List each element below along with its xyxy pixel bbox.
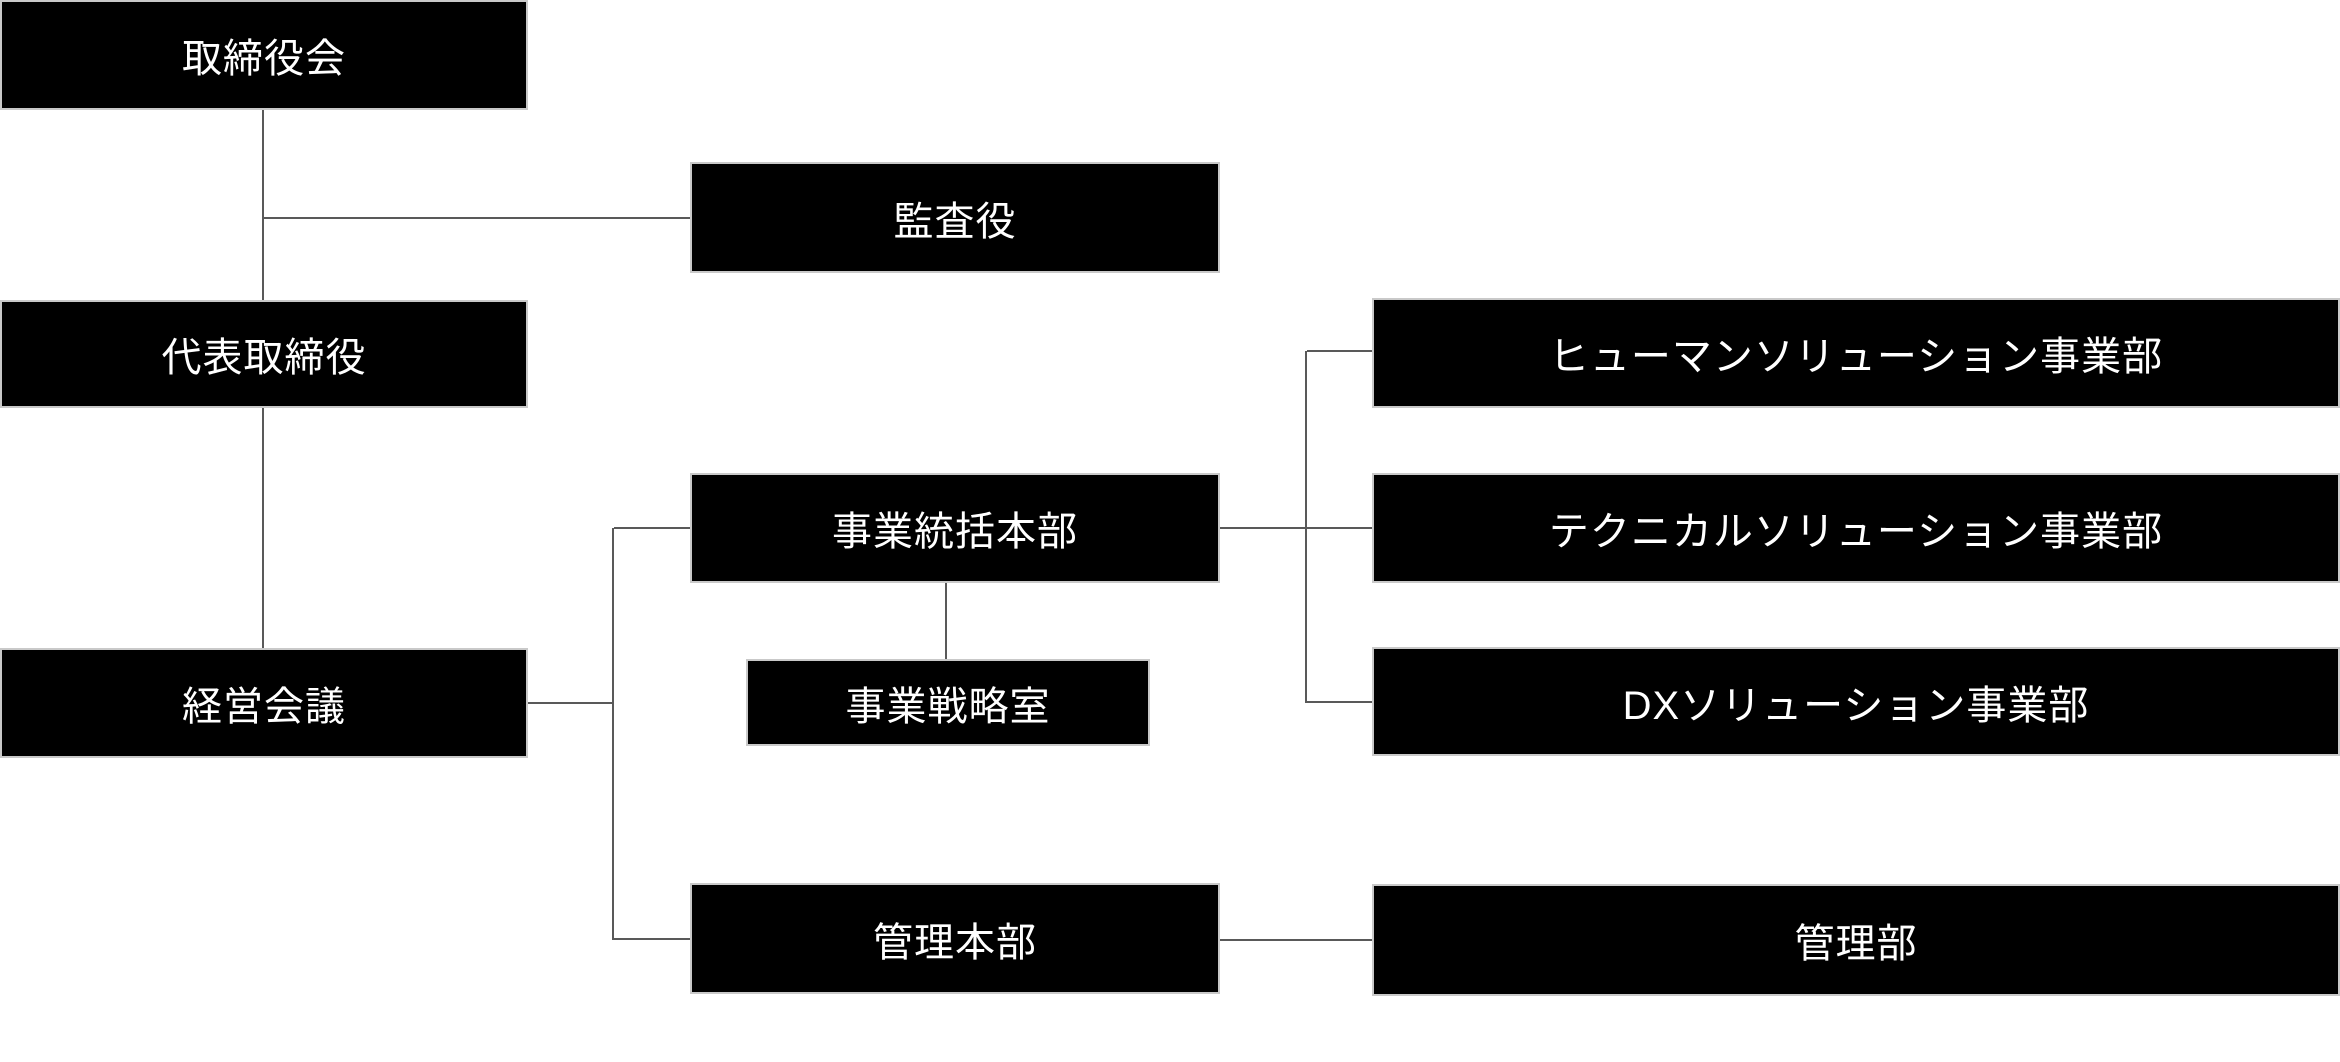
org-node-management-council: 経営会議 bbox=[0, 648, 528, 758]
org-node-label: 管理本部 bbox=[873, 920, 1037, 965]
org-node-auditor: 監査役 bbox=[690, 162, 1220, 273]
org-node-administration-hq: 管理本部 bbox=[690, 883, 1220, 994]
org-node-representative-director: 代表取締役 bbox=[0, 300, 528, 408]
org-node-business-management-hq: 事業統括本部 bbox=[690, 473, 1220, 583]
connector-junction-vertical-left bbox=[612, 528, 614, 940]
org-node-business-strategy-office: 事業戦略室 bbox=[746, 659, 1150, 746]
org-node-label: 代表取締役 bbox=[161, 336, 367, 380]
connector-branch-to-auditor bbox=[263, 217, 690, 219]
org-node-label: 監査役 bbox=[893, 199, 1017, 244]
connector-junction-to-business-hq bbox=[614, 527, 690, 529]
connector-to-dx-division bbox=[1307, 701, 1372, 703]
org-node-label: 管理部 bbox=[1794, 922, 1918, 966]
connector-representative-to-council bbox=[262, 408, 264, 648]
org-node-board-of-directors: 取締役会 bbox=[0, 0, 528, 110]
connector-divisions-vertical-right bbox=[1305, 351, 1307, 703]
connector-to-human-division bbox=[1307, 350, 1372, 352]
org-node-label: 経営会議 bbox=[182, 685, 346, 729]
org-node-dx-solution-division: DXソリューション事業部 bbox=[1372, 647, 2340, 756]
org-node-label: テクニカルソリューション事業部 bbox=[1548, 510, 2164, 554]
org-node-label: DXソリューション事業部 bbox=[1622, 683, 2090, 728]
connector-business-hq-to-technical-division bbox=[1220, 527, 1372, 529]
org-node-technical-solution-division: テクニカルソリューション事業部 bbox=[1372, 473, 2340, 583]
connector-administration-hq-to-administration-department bbox=[1220, 939, 1372, 941]
org-node-human-solution-division: ヒューマンソリューション事業部 bbox=[1372, 298, 2340, 408]
org-node-label: 取締役会 bbox=[182, 37, 346, 81]
connector-board-to-representative bbox=[262, 110, 264, 300]
org-node-administration-department: 管理部 bbox=[1372, 884, 2340, 996]
org-node-label: 事業統括本部 bbox=[832, 510, 1078, 554]
connector-junction-to-administration-hq bbox=[614, 938, 690, 940]
connector-business-hq-to-strategy-office bbox=[945, 583, 947, 659]
org-node-label: ヒューマンソリューション事業部 bbox=[1548, 335, 2164, 379]
org-node-label: 事業戦略室 bbox=[845, 684, 1051, 729]
connector-council-to-junction bbox=[528, 702, 614, 704]
